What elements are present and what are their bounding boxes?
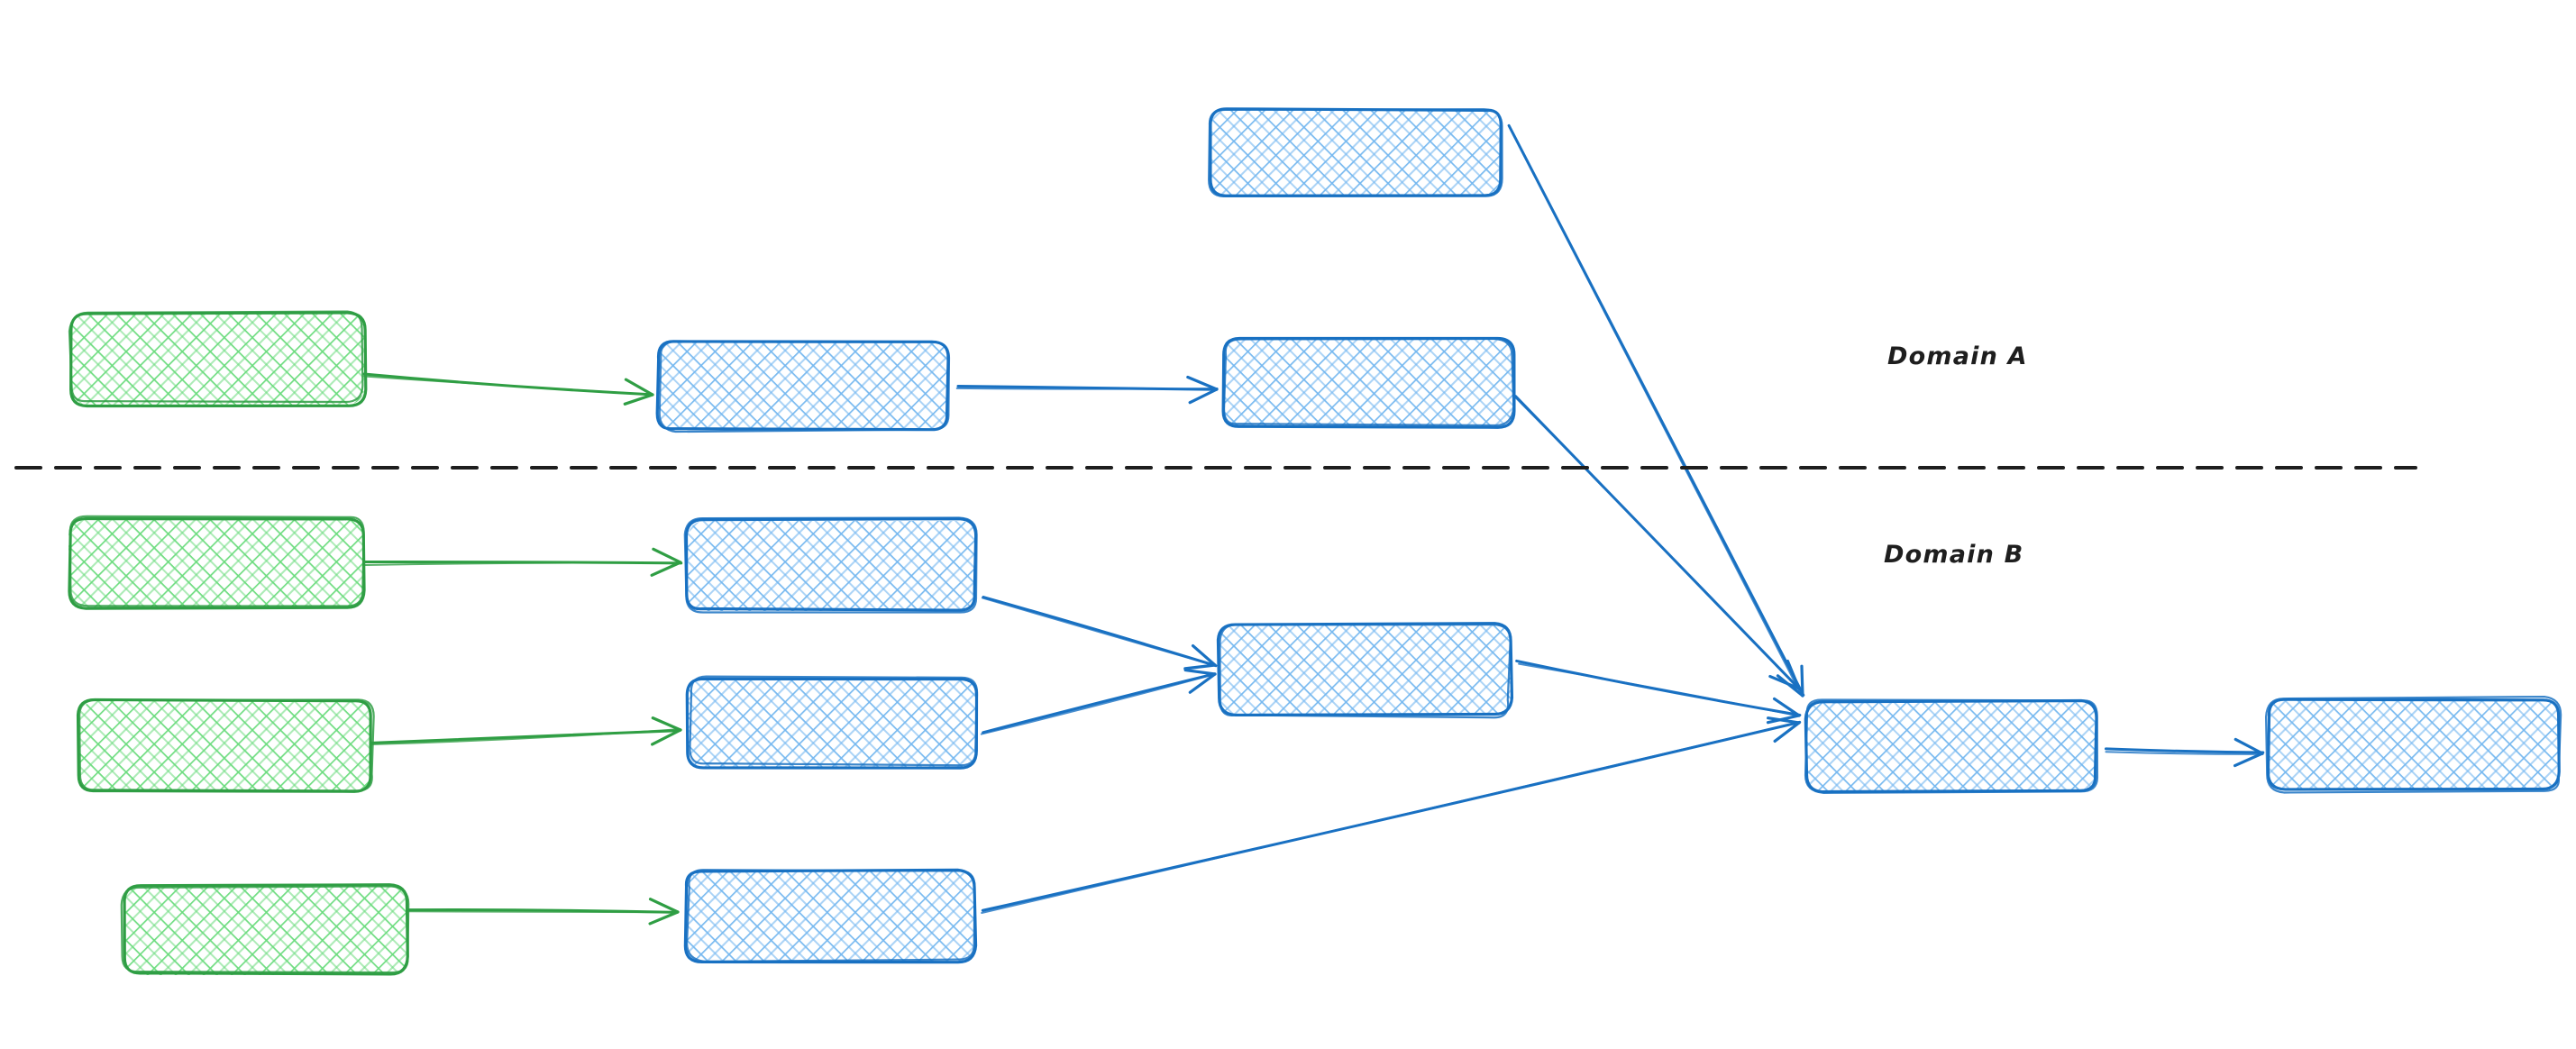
- process-node-a2-fill: [1224, 337, 1514, 427]
- edge-proc-a2-to-sink-b-line: [1513, 396, 1800, 689]
- source-node-a1-outline: [68, 310, 364, 404]
- source-node-b3[interactable]: [120, 883, 410, 976]
- process-node-b3-fill: [685, 871, 973, 962]
- edge-src-b2-to-proc-b2-arrowhead: [651, 716, 682, 746]
- sink-node-b-fill: [1805, 701, 2096, 791]
- source-node-b1[interactable]: [68, 515, 366, 610]
- edge-proc-b2-to-agg-b-arrowhead: [1183, 668, 1217, 694]
- process-node-b1-outline: [683, 516, 978, 614]
- process-node-a1-outline: [658, 340, 951, 433]
- source-node-a1-fill: [70, 313, 364, 405]
- process-node-a2-outline: [1221, 336, 1516, 429]
- source-node-b1-fill: [69, 518, 363, 608]
- aggregate-node-b-fill: [1219, 625, 1511, 716]
- process-node-a2[interactable]: [1221, 336, 1516, 429]
- edge-proc-b3-to-sink-b[interactable]: [981, 716, 1802, 914]
- source-node-a1[interactable]: [68, 310, 368, 408]
- edge-proc-b1-to-agg-b-arrowhead: [1183, 643, 1217, 670]
- edge-proc-a2-to-sink-b-arrowhead: [1768, 659, 1801, 690]
- edge-proc-a0-to-sink-b-line: [1508, 125, 1804, 698]
- edge-sink-b-to-out-b-line: [2104, 747, 2265, 754]
- edge-agg-b-to-sink-b-arrowhead: [1766, 697, 1801, 725]
- edge-proc-b2-to-agg-b[interactable]: [980, 668, 1217, 735]
- process-node-b2[interactable]: [685, 675, 979, 770]
- edge-src-b2-to-proc-b2[interactable]: [369, 716, 682, 746]
- edge-proc-b2-to-agg-b-line: [982, 672, 1216, 734]
- source-node-b2-fill: [79, 701, 371, 791]
- sink-node-b[interactable]: [1804, 698, 2099, 794]
- domain-b-label: Domain B: [1884, 541, 2023, 569]
- process-node-b2-outline: [685, 677, 979, 770]
- edge-src-a1-to-proc-a1-line: [362, 375, 653, 396]
- edge-src-b2-to-proc-b2-line: [369, 728, 681, 746]
- sink-node-b-outline: [1804, 698, 2099, 794]
- edge-layer: [361, 123, 2265, 926]
- edge-proc-a2-to-sink-b[interactable]: [1513, 395, 1802, 691]
- process-node-a-top-outline: [1208, 108, 1503, 198]
- output-node-b-fill: [2269, 699, 2560, 789]
- process-node-b1-fill: [688, 521, 976, 611]
- edge-proc-a1-to-proc-a2-arrowhead: [1186, 375, 1219, 405]
- edge-proc-b2-to-agg-b-line: [980, 673, 1216, 735]
- aggregate-node-b-outline: [1219, 624, 1512, 719]
- process-node-b1-outline: [684, 517, 978, 612]
- edge-src-b3-to-proc-b3-line: [406, 910, 679, 914]
- edge-proc-b1-to-agg-b-line: [981, 597, 1216, 667]
- process-node-a1[interactable]: [655, 340, 951, 433]
- edge-src-b1-to-proc-b1-line: [363, 561, 682, 566]
- edge-proc-a1-to-proc-a2[interactable]: [955, 375, 1219, 405]
- source-node-b3-outline: [120, 885, 410, 974]
- source-node-b2-outline: [78, 698, 375, 792]
- source-node-b2[interactable]: [76, 698, 375, 793]
- edge-proc-b1-to-agg-b[interactable]: [981, 596, 1218, 670]
- edge-sink-b-to-out-b-arrowhead: [2233, 737, 2264, 768]
- output-node-b[interactable]: [2264, 695, 2562, 794]
- process-node-a-top-fill: [1210, 110, 1501, 196]
- source-node-b1-outline: [69, 515, 365, 607]
- edge-src-b1-to-proc-b1-arrowhead: [650, 547, 682, 577]
- source-node-b3-fill: [123, 885, 407, 975]
- edge-sink-b-to-out-b-line: [2105, 751, 2264, 755]
- edge-src-a1-to-proc-a1-arrowhead: [623, 378, 654, 406]
- process-node-b2-outline: [689, 675, 979, 767]
- edge-proc-a1-to-proc-a2-line: [955, 387, 1219, 390]
- process-node-a2-outline: [1222, 337, 1515, 427]
- edge-proc-a0-to-sink-b[interactable]: [1507, 123, 1805, 698]
- process-node-b3[interactable]: [683, 868, 978, 964]
- edge-sink-b-to-out-b[interactable]: [2104, 737, 2265, 768]
- edge-agg-b-to-sink-b-line: [1518, 662, 1800, 717]
- output-node-b-outline: [2266, 698, 2561, 791]
- process-node-a1-fill: [658, 341, 948, 429]
- process-node-b3-outline: [686, 869, 976, 963]
- output-node-b-outline: [2264, 695, 2562, 794]
- process-node-b1[interactable]: [683, 516, 978, 614]
- domain-a-label: Domain A: [1887, 342, 2028, 370]
- process-node-a-top[interactable]: [1208, 107, 1503, 198]
- process-node-b2-fill: [688, 678, 976, 768]
- edge-src-b1-to-proc-b1[interactable]: [361, 547, 683, 577]
- edge-src-a1-to-proc-a1[interactable]: [362, 372, 654, 406]
- edge-proc-b3-to-sink-b-line: [981, 721, 1801, 914]
- edge-agg-b-to-sink-b[interactable]: [1515, 659, 1802, 725]
- aggregate-node-b[interactable]: [1216, 622, 1514, 719]
- edge-src-b3-to-proc-b3[interactable]: [406, 898, 680, 926]
- edge-src-b3-to-proc-b3-arrowhead: [648, 898, 680, 926]
- node-layer: [68, 107, 2562, 976]
